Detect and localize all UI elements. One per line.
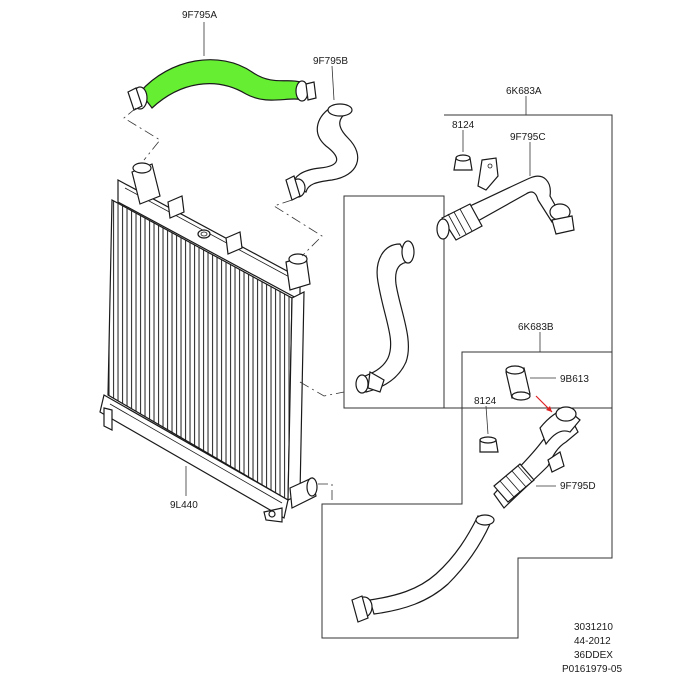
reference-codes: 3031210 44-2012 36DDEX P0161979-05: [562, 622, 622, 675]
reference-code-2: 44-2012: [574, 636, 611, 647]
reference-code-4: P0161979-05: [562, 664, 622, 675]
label-intercooler-9l440: 9L440: [170, 500, 198, 511]
intercooler[interactable]: [99, 162, 318, 523]
label-kit-6k683a: 6K683A: [506, 86, 542, 97]
hose-6k683b-lower[interactable]: [351, 514, 495, 623]
hose-9f795c[interactable]: [436, 157, 575, 241]
hose-9f795d[interactable]: [493, 406, 581, 509]
label-hose-9f795c: 9F795C: [510, 132, 546, 143]
clip-8124-b[interactable]: [479, 436, 499, 453]
label-clip-8124-a: 8124: [452, 120, 475, 131]
label-sleeve-9b613: 9B613: [560, 374, 589, 385]
clip-8124-a[interactable]: [453, 154, 473, 171]
label-hose-9f795d: 9F795D: [560, 481, 596, 492]
hose-9f795b[interactable]: [285, 103, 359, 201]
connection-lines: [123, 107, 345, 504]
hose-6k683a-lower[interactable]: [355, 240, 415, 394]
label-kit-6k683b: 6K683B: [518, 322, 554, 333]
kit-6k683a-box: [343, 114, 613, 409]
reference-code-3: 36DDEX: [574, 650, 613, 661]
reference-code-1: 3031210: [574, 622, 613, 633]
label-hose-9f795a: 9F795A: [182, 10, 217, 21]
part-labels: 9F795A 9F795B 6K683A 8124 9F795C 6K683B …: [170, 10, 596, 511]
label-hose-9f795b: 9F795B: [313, 56, 348, 67]
sleeve-9b613[interactable]: [505, 365, 531, 401]
label-clip-8124-b: 8124: [474, 396, 497, 407]
kit-6k683b-box: [321, 351, 613, 639]
leader-lines: [185, 22, 556, 496]
hose-9f795a-highlighted[interactable]: [127, 59, 317, 111]
